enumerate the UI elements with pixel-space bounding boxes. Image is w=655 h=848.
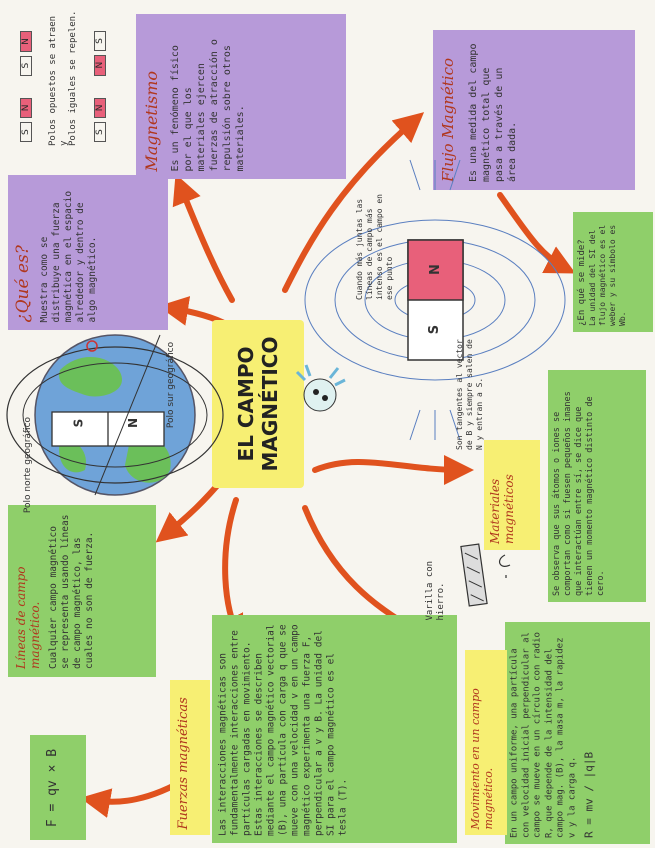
arrow-to-magnetismo	[172, 173, 235, 303]
arrow-to-unidad	[497, 192, 576, 274]
flujo-card: Flujo Magnético Es una medida del campo …	[433, 30, 635, 190]
movimiento-card: En un campo uniforme, una partícula con …	[505, 622, 650, 844]
formula-card: F = qv × B	[30, 735, 86, 840]
fuerzas-title-card: Fuerzas magnéticas	[170, 680, 210, 835]
que-es-card: ¿Qué es? Muestra como se distribuye una …	[8, 175, 168, 330]
materiales-title-card: Materiales magnéticos	[484, 440, 540, 550]
materiales-card: Se observa que sus átomos o iones se com…	[548, 370, 646, 602]
movimiento-title-card: Movimiento en un campo magnético.	[465, 650, 507, 835]
magnetismo-card: Magnetismo Es un fenómeno físico por el …	[136, 14, 346, 179]
center-card: EL CAMPO MAGNÉTICO	[212, 320, 304, 488]
lineas-card: Líneas de campo magnético. Cualquier cam…	[8, 505, 156, 677]
varilla-note: Varilla con hierro.	[425, 560, 446, 620]
unidad-card: ¿En qué se mide? La unidad del SI del fl…	[573, 212, 653, 332]
arrow-to-materiales	[312, 454, 474, 485]
arrow-to-flujo	[282, 112, 425, 293]
fuerzas-card: Las interacciones magnéticas son fundame…	[212, 615, 457, 843]
